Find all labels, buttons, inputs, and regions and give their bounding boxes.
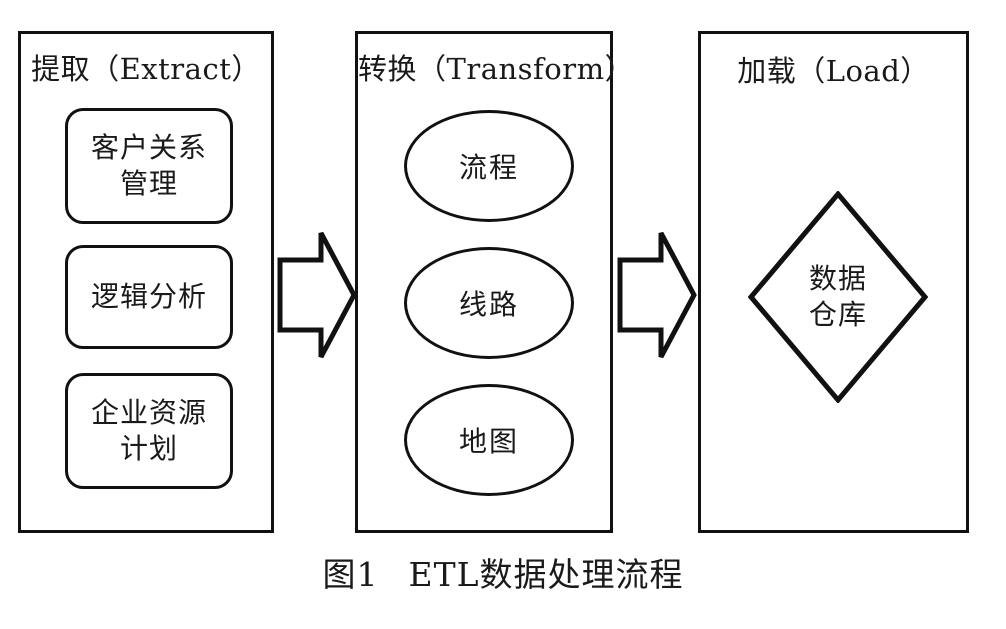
source-box-customer-relationship-management[interactable]: 客户关系管理 [65,108,233,224]
right-block-arrow-icon-extract-to-transform [277,230,357,360]
source-box-crm-label: 客户关系管理 [90,131,207,200]
stage-transform-title: 转换（Transform） [358,52,635,86]
load-target-data-warehouse[interactable]: 数据仓库 [748,191,928,403]
stage-load: 加载（Load） 数据仓库 [698,31,969,533]
source-box-erp-label: 企业资源计划 [90,396,207,465]
transform-node-map-label: 地图 [458,425,519,458]
stage-extract-title: 提取（Extract） [31,52,261,86]
figure-caption-number: 图1 [322,555,379,594]
load-target-data-warehouse-label: 数据仓库 [808,261,867,331]
stage-load-title: 加载（Load） [737,54,930,88]
right-block-arrow-icon-transform-to-load [617,230,697,360]
transform-node-process-label: 流程 [458,151,519,184]
transform-node-route-label: 线路 [458,288,519,321]
stage-transform: 转换（Transform） 流程 线路 地图 [355,31,635,533]
source-box-logic-analysis[interactable]: 逻辑分析 [65,245,233,349]
transform-node-map[interactable]: 地图 [404,384,574,496]
transform-node-process[interactable]: 流程 [404,110,574,222]
stage-extract: 提取（Extract） 客户关系管理 逻辑分析 企业资源计划 [18,31,274,533]
figure-caption: 图1 ETL数据处理流程 [0,548,1006,596]
figure-caption-title: ETL数据处理流程 [408,555,684,594]
transform-node-route[interactable]: 线路 [404,247,574,359]
source-box-logic-analysis-label: 逻辑分析 [90,280,207,314]
source-box-enterprise-resource-planning[interactable]: 企业资源计划 [65,373,233,489]
diamond-shape-icon [748,191,928,403]
